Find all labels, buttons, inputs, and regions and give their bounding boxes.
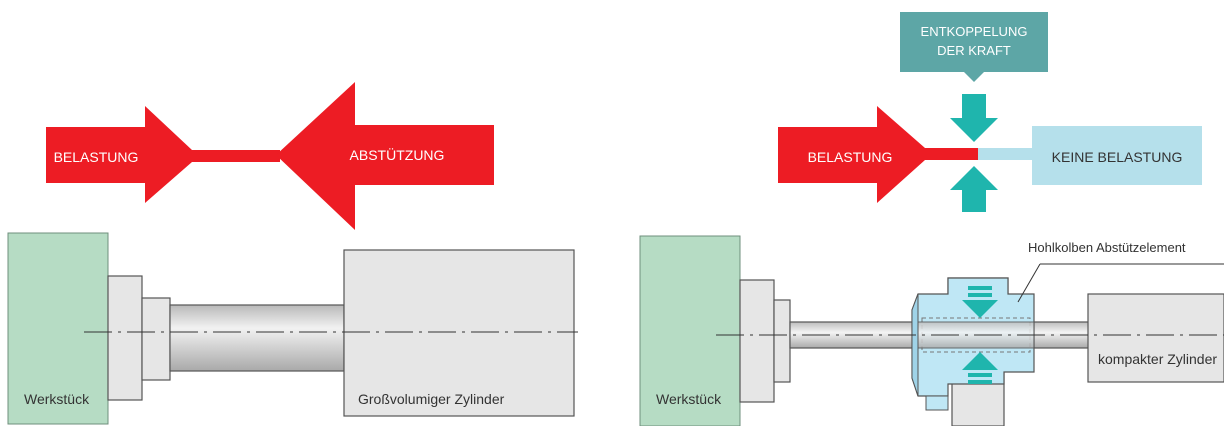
decoupling-label-line1: ENTKOPPELUNG [921,24,1028,39]
no-load-box [1032,126,1202,185]
hollow-piston-leader [1017,263,1041,303]
left-flange-2 [141,297,171,381]
right-panel: ENTKOPPELUNG DER KRAFT BELASTUNG KEINE B… [639,12,1224,426]
left-workpiece [7,232,109,425]
left-load-arrow [46,106,280,203]
left-large-cylinder [343,249,575,417]
right-load-label: BELASTUNG [808,149,893,165]
left-cylinder-label: Großvolumiger Zylinder [358,391,505,407]
element-arrow-down [962,286,998,318]
right-workpiece-label: Werkstück [656,391,722,407]
left-flange-1 [107,275,143,401]
right-workpiece [639,235,741,426]
right-flange-1 [739,279,775,403]
element-arrow-up [962,352,998,384]
left-workpiece-label: Werkstück [24,391,90,407]
left-support-arrow [276,82,494,230]
decoupling-label-line2: DER KRAFT [937,43,1011,58]
right-flange-2 [773,299,791,383]
left-piston-rod [169,304,345,372]
no-load-label: KEINE BELASTUNG [1052,149,1183,165]
hollow-piston-face [911,293,919,397]
left-panel: BELASTUNG ABSTÜTZUNG Werkstück Großvolum… [7,82,578,425]
compact-cylinder [1087,293,1224,383]
decoupling-arrow-down [950,94,998,142]
hollow-piston-mount [925,395,949,411]
left-load-label: BELASTUNG [54,149,139,165]
decoupling-box-pointer [964,72,984,82]
decoupling-arrow-up [950,166,998,212]
decoupling-box [900,12,1048,72]
no-load-connector [978,148,1034,160]
compact-cylinder-label: kompakter Zylinder [1098,351,1217,367]
right-load-arrow [778,106,978,203]
left-support-label: ABSTÜTZUNG [350,146,445,163]
hollow-piston-label: Hohlkolben Abstützelement [1028,240,1186,255]
